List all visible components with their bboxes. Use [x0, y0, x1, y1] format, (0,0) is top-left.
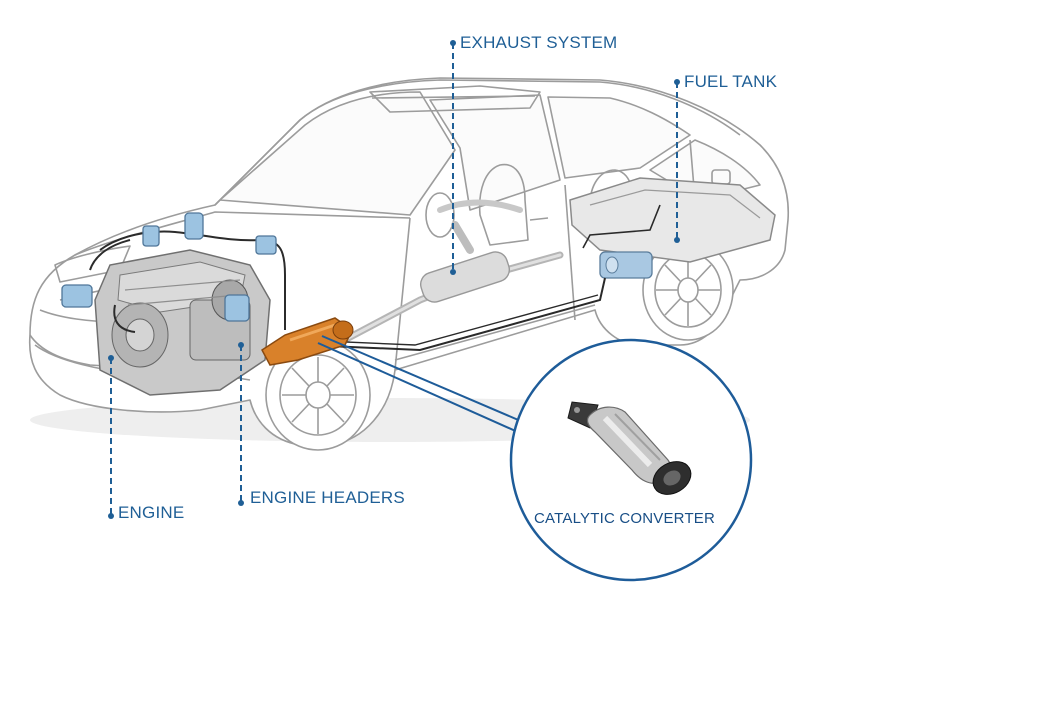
zoom-connector: [317, 335, 531, 434]
door-seam-middle: [564, 184, 576, 321]
exhaust-system-label: EXHAUST SYSTEM: [460, 33, 618, 52]
sunroof: [369, 85, 541, 113]
fuel-tank: [569, 177, 776, 279]
engine-sensors: [61, 212, 277, 322]
catalytic-converter-product: [567, 401, 692, 495]
fuel-tank-label: FUEL TANK: [684, 72, 778, 91]
muffler: [419, 251, 511, 303]
front-door-window: [429, 94, 561, 211]
engine-headers-label: ENGINE HEADERS: [250, 488, 405, 507]
front-wheel: [265, 339, 371, 451]
rear-door-window: [547, 96, 691, 179]
headlight: [54, 245, 131, 283]
exhaust-piping: [299, 199, 661, 352]
roof-line: [214, 79, 741, 206]
catalytic-converter-inset: [509, 338, 753, 582]
callout-lines: [108, 40, 680, 519]
front-seat: [478, 163, 529, 246]
engine-label: ENGINE: [118, 503, 185, 522]
windshield: [219, 91, 456, 216]
engine-block: [89, 230, 286, 396]
catalytic-converter-in-car: [261, 317, 354, 366]
catalytic-converter-label: CATALYTIC CONVERTER: [534, 510, 716, 527]
